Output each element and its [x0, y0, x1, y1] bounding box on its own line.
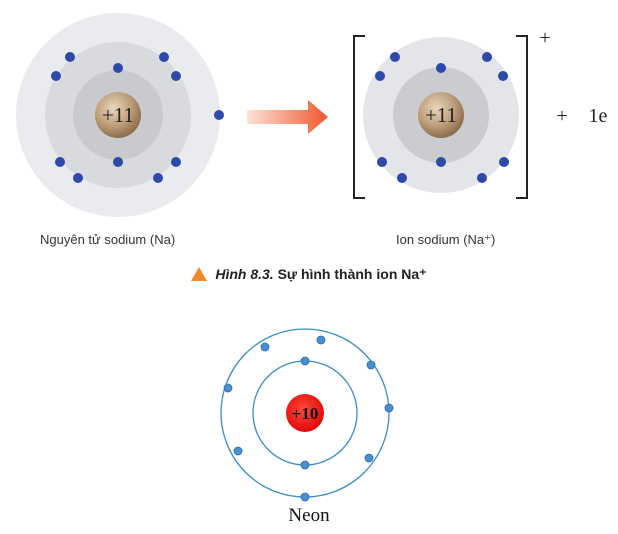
sodium-electrons — [51, 52, 224, 183]
ion-charge: + — [539, 27, 550, 49]
electron — [159, 52, 169, 62]
right-bracket — [516, 35, 528, 199]
electron — [300, 460, 310, 470]
electron — [65, 52, 75, 62]
electron — [397, 173, 407, 183]
electron — [436, 63, 446, 73]
electron — [223, 383, 233, 393]
neon-electrons — [223, 335, 394, 502]
electron — [260, 342, 270, 352]
neon-label: Neon — [288, 505, 330, 526]
sodium-nucleus-label: +11 — [102, 103, 134, 127]
electron — [171, 71, 181, 81]
electron — [390, 52, 400, 62]
reaction-plus: + — [556, 105, 567, 127]
electron — [499, 157, 509, 167]
figure-title: Sự hình thành ion Na⁺ — [277, 266, 427, 282]
electron — [377, 157, 387, 167]
electron — [51, 71, 61, 81]
electron — [73, 173, 83, 183]
neon-nucleus — [286, 394, 324, 432]
electron — [113, 157, 123, 167]
electron-term: 1e — [589, 105, 608, 127]
electron — [171, 157, 181, 167]
electron — [366, 360, 376, 370]
figure-number: Hình 8.3. — [215, 266, 274, 282]
ion-nucleus — [418, 92, 464, 138]
electron — [113, 63, 123, 73]
electron — [364, 453, 374, 463]
ion-nucleus-label: +11 — [425, 103, 457, 127]
arrow-icon — [247, 100, 328, 134]
ion-electrons — [375, 52, 509, 183]
left-bracket — [353, 35, 365, 199]
electron — [153, 173, 163, 183]
sodium-ion: +11 + — [353, 27, 551, 199]
neon-nucleus-label: +10 — [292, 404, 319, 423]
figure-caption: Hình 8.3. Sự hình thành ion Na⁺ — [0, 266, 618, 283]
sodium-atom-caption: Nguyên tử sodium (Na) — [40, 232, 176, 247]
electron — [436, 157, 446, 167]
triangle-icon — [191, 267, 208, 281]
sodium-atom: +11 — [16, 13, 224, 217]
reaction-arrow — [247, 100, 328, 134]
electron — [55, 157, 65, 167]
electron — [300, 356, 310, 366]
electron — [384, 403, 394, 413]
electron — [300, 492, 310, 502]
electron — [233, 446, 243, 456]
valence-electron — [214, 110, 224, 120]
sodium-ion-caption: Ion sodium (Na⁺) — [396, 232, 496, 247]
electron — [482, 52, 492, 62]
electron — [477, 173, 487, 183]
neon-atom: +10 — [220, 328, 394, 502]
electron — [498, 71, 508, 81]
electron — [316, 335, 326, 345]
sodium-nucleus — [95, 92, 141, 138]
electron — [375, 71, 385, 81]
